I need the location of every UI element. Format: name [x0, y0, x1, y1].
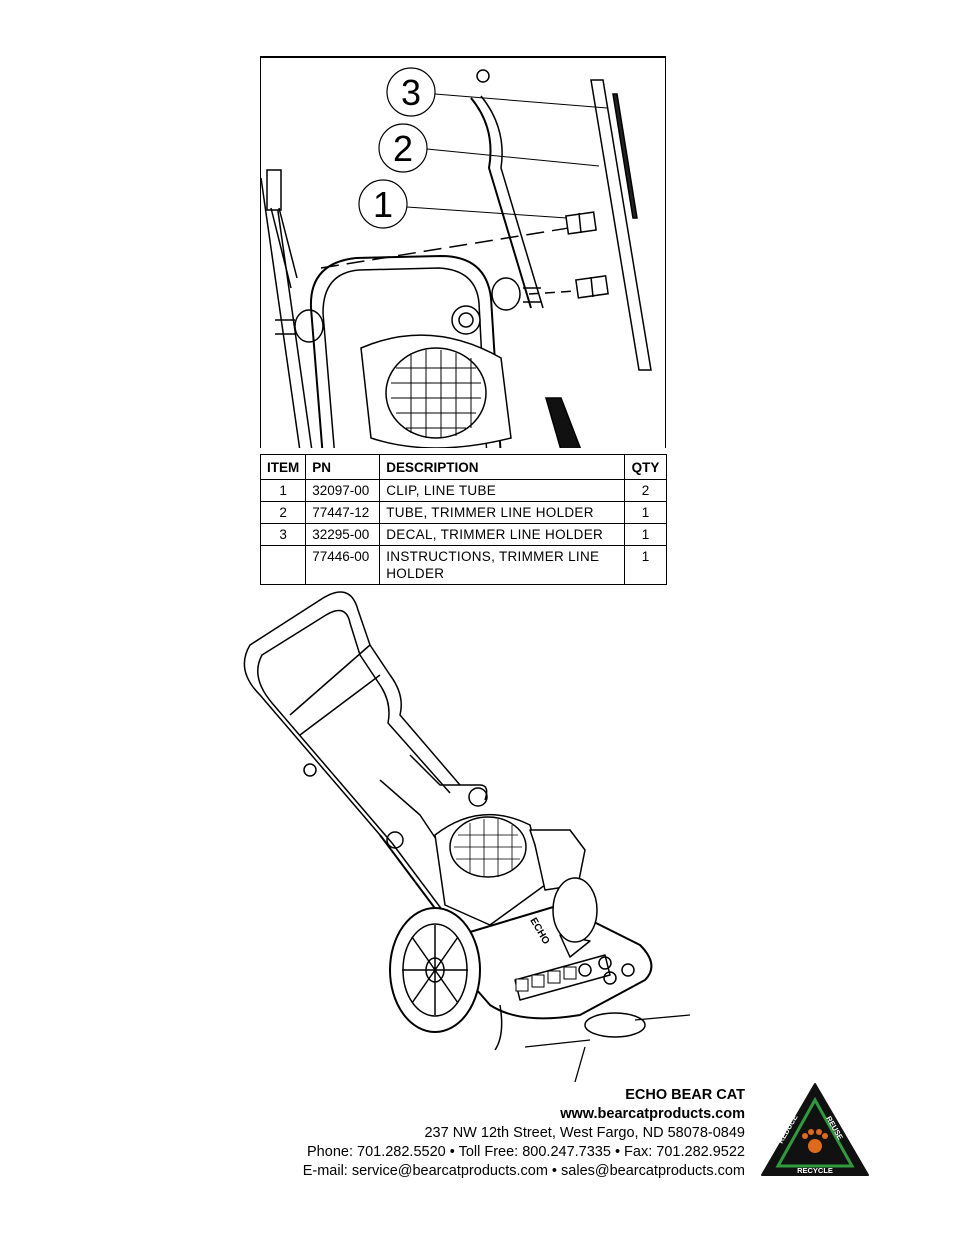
qty-cell: 1 — [624, 501, 667, 524]
trimmer-machine-illustration: ECHO — [230, 585, 700, 1090]
company-phone: Phone: 701.282.5520 • Toll Free: 800.247… — [307, 1144, 745, 1160]
qty-cell: 1 — [624, 545, 667, 585]
company-email[interactable]: E-mail: service@bearcatproducts.com • sa… — [302, 1163, 745, 1179]
description-cell: DECAL, TRIMMER LINE HOLDER — [379, 523, 625, 546]
description-cell: CLIP, LINE TUBE — [379, 479, 625, 502]
paw-print-icon — [802, 1129, 828, 1153]
description-cell: TUBE, TRIMMER LINE HOLDER — [379, 501, 625, 524]
qty-cell: 2 — [624, 479, 667, 502]
table-row: 3 32295-00 DECAL, TRIMMER LINE HOLDER 1 — [259, 523, 667, 546]
pn-cell: 77447-12 — [305, 501, 381, 524]
callout-1-label: 1 — [373, 184, 393, 225]
recycle-logo-graphic: REDUCE REUSE RECYCLE — [761, 1083, 869, 1176]
pn-cell: 32295-00 — [305, 523, 381, 546]
reduce-reuse-recycle-logo: REDUCE REUSE RECYCLE — [760, 1082, 870, 1183]
parts-table: ITEM PN DESCRIPTION QTY 1 32097-00 CLIP,… — [259, 454, 667, 585]
header-pn: PN — [305, 454, 381, 480]
item-cell: 3 — [259, 523, 307, 546]
company-footer: ECHO BEAR CAT www.bearcatproducts.com 23… — [303, 1086, 745, 1181]
item-cell: 2 — [259, 501, 307, 524]
callout-3-label: 3 — [401, 72, 421, 113]
company-name: ECHO BEAR CAT — [625, 1087, 745, 1103]
company-address: 237 NW 12th Street, West Fargo, ND 58078… — [424, 1125, 745, 1141]
item-cell: 1 — [259, 479, 307, 502]
header-qty: QTY — [624, 454, 667, 480]
callout-1: 1 — [358, 179, 408, 229]
qty-cell: 1 — [624, 523, 667, 546]
item-cell — [259, 545, 307, 585]
callout-3: 3 — [386, 67, 436, 117]
table-row: 2 77447-12 TUBE, TRIMMER LINE HOLDER 1 — [259, 501, 667, 524]
machine-drawing: ECHO — [243, 591, 691, 1083]
description-cell: INSTRUCTIONS, TRIMMER LINE HOLDER — [379, 545, 625, 585]
table-header-row: ITEM PN DESCRIPTION QTY — [259, 454, 667, 480]
callout-2: 2 — [378, 123, 428, 173]
header-item: ITEM — [259, 454, 307, 480]
exploded-detail-view: 3 2 1 — [260, 56, 666, 448]
pn-cell: 32097-00 — [305, 479, 381, 502]
header-description: DESCRIPTION — [379, 454, 625, 480]
detail-drawing: 3 2 1 — [261, 67, 652, 448]
company-website[interactable]: www.bearcatproducts.com — [560, 1106, 745, 1122]
callout-2-label: 2 — [393, 128, 413, 169]
logo-text-recycle: RECYCLE — [797, 1166, 833, 1175]
table-row: 1 32097-00 CLIP, LINE TUBE 2 — [259, 479, 667, 502]
table-row: 77446-00 INSTRUCTIONS, TRIMMER LINE HOLD… — [259, 545, 667, 585]
pn-cell: 77446-00 — [305, 545, 381, 585]
